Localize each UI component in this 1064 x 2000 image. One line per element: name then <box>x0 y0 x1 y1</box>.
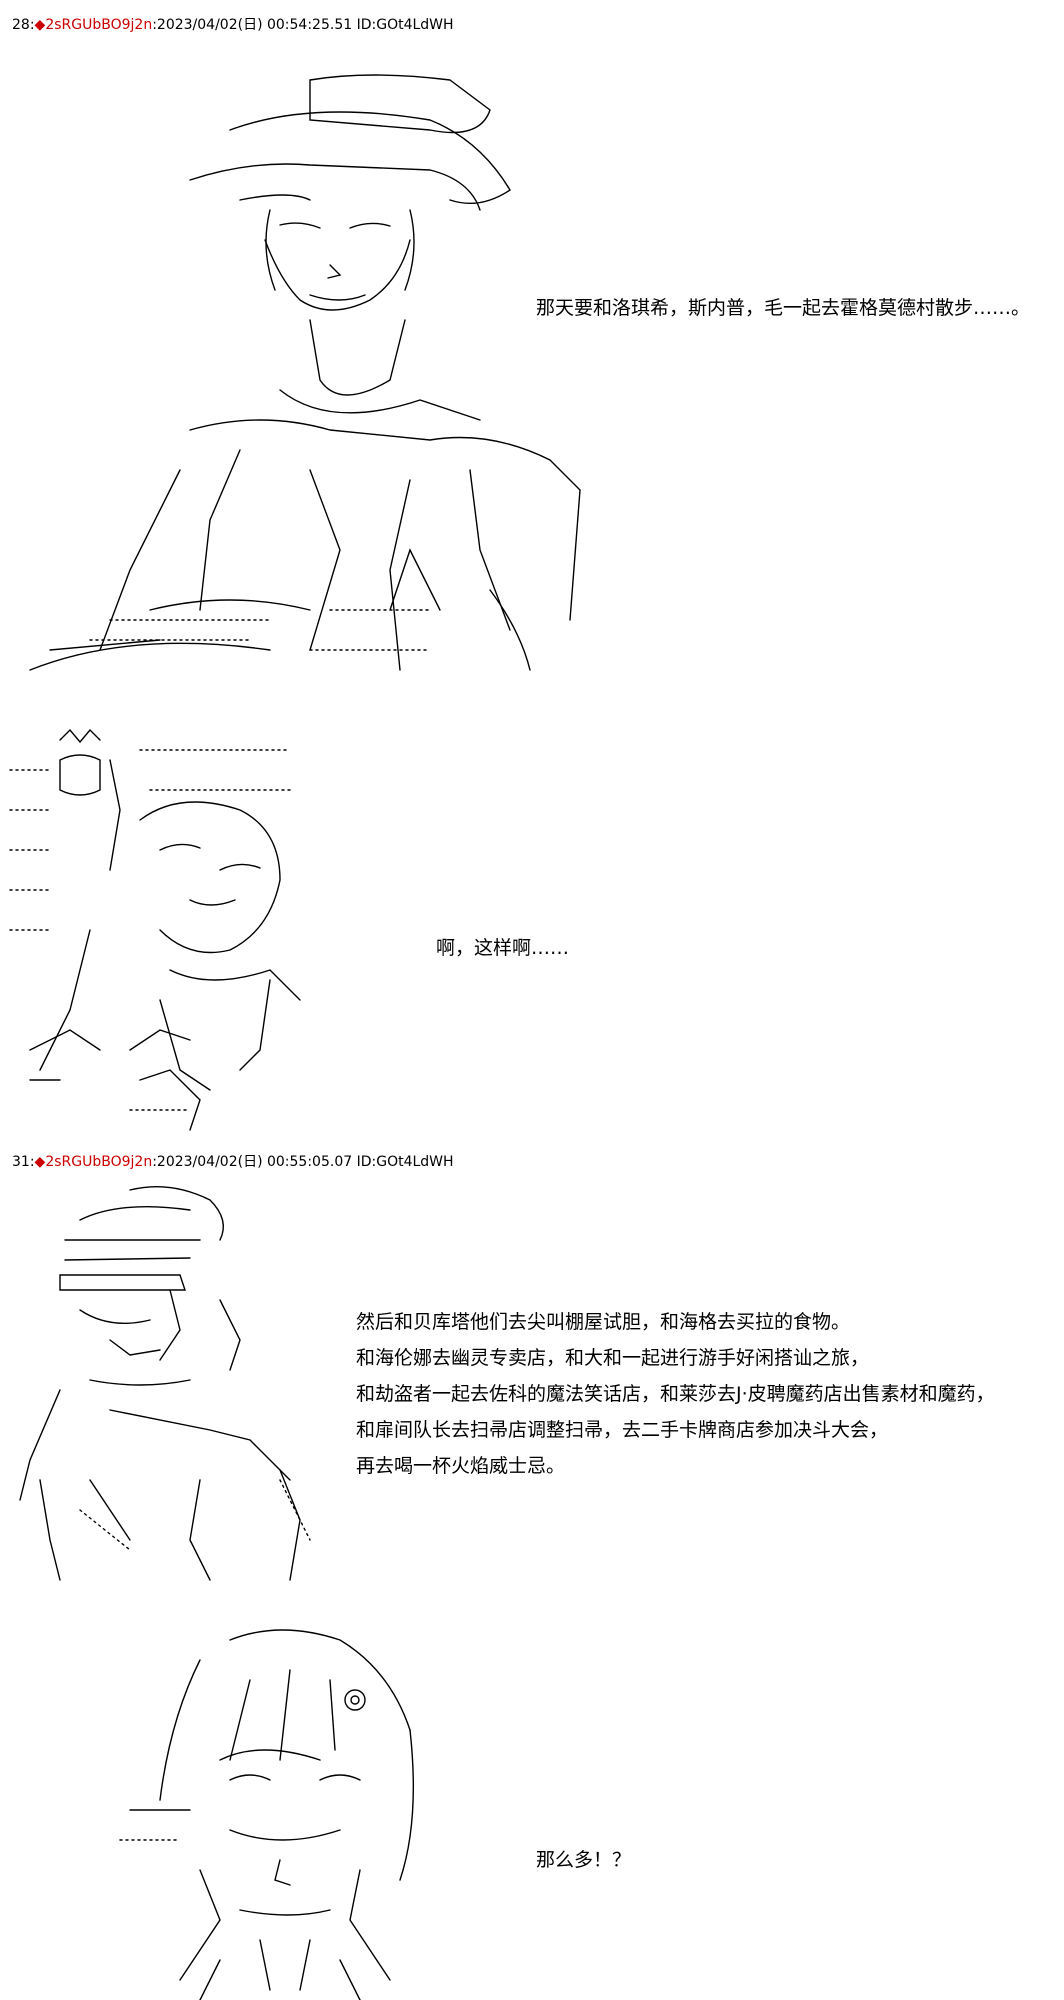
panel-3: 然后和贝库塔他们去尖叫棚屋试胆，和海格去买拉的食物。 和海伦娜去幽灵专卖店，和大… <box>0 1180 1064 1581</box>
dialogue-line: 然后和贝库塔他们去尖叫棚屋试胆，和海格去买拉的食物。 <box>356 1311 851 1333</box>
post-number: 31 <box>12 1154 30 1170</box>
character-art-girl <box>119 1629 415 2000</box>
dialogue-line: 和劫盗者一起去佐科的魔法笑话店，和莱莎去J·皮聘魔药店出售素材和魔药， <box>356 1383 995 1405</box>
character-art-sunglasses-man <box>19 1186 311 1581</box>
dialogue-line: 啊，这样啊…… <box>436 937 570 959</box>
red-diamond-icon: ◆ <box>34 17 46 33</box>
character-art-small-figure <box>9 728 301 1131</box>
red-diamond-icon: ◆ <box>34 1154 46 1170</box>
dialogue-line: 和海伦娜去幽灵专卖店，和大和一起进行游手好闲搭讪之旅， <box>356 1347 870 1369</box>
post-datetime: 2023/04/02(日) 00:55:05.07 <box>156 1154 353 1170</box>
post-id[interactable]: ID:GOt4LdWH <box>356 17 454 33</box>
dialogue-line: 再去喝一杯火焰威士忌。 <box>356 1455 566 1477</box>
dialogue-line: 和扉间队长去扫帚店调整扫帚，去二手卡牌商店参加决斗大会， <box>356 1419 889 1441</box>
panel-1: 那天要和洛琪希，斯内普，毛一起去霍格莫德村散步……。 <box>0 40 1064 680</box>
panel-4: 那么多！？ <box>0 1620 1064 2000</box>
panel-2: 啊，这样啊…… <box>0 728 1064 1131</box>
post-header-31: 31:◆2sRGUbBO9j2n:2023/04/02(日) 00:55:05.… <box>12 1154 454 1170</box>
post-datetime: 2023/04/02(日) 00:54:25.51 <box>156 17 353 33</box>
post-trip[interactable]: 2sRGUbBO9j2n <box>45 1154 153 1170</box>
post-trip[interactable]: 2sRGUbBO9j2n <box>45 17 153 33</box>
dialogue-line: 那天要和洛琪希，斯内普，毛一起去霍格莫德村散步……。 <box>536 297 1031 319</box>
dialogue-line: 那么多！？ <box>536 1849 632 1871</box>
post-number: 28 <box>12 17 30 33</box>
post-id[interactable]: ID:GOt4LdWH <box>356 1154 454 1170</box>
character-art-young-man <box>29 74 581 671</box>
post-header-28: 28:◆2sRGUbBO9j2n:2023/04/02(日) 00:54:25.… <box>12 17 454 33</box>
